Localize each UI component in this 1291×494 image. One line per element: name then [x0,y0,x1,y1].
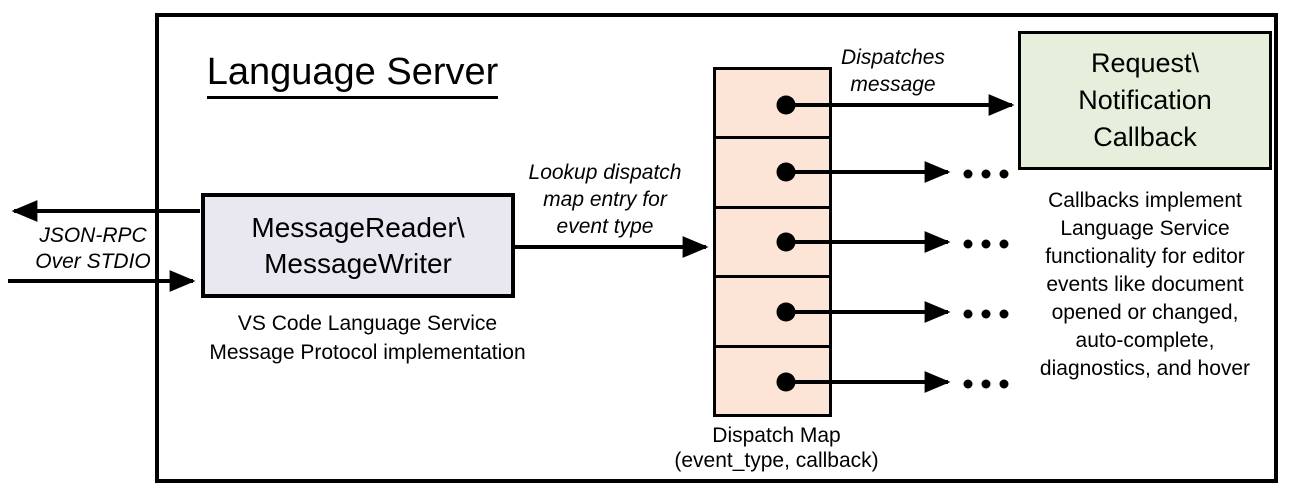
lookup-dispatch-label: Lookup dispatch map entry for event type [510,159,700,240]
callbacks-note-line: Language Service [1060,217,1230,240]
callback-box-line1: Request\ [1090,48,1200,78]
dispatch-map-cell [716,136,829,205]
reader-box-line2: MessageWriter [264,247,452,279]
callback-box-line2: Notification [1078,85,1212,115]
callbacks-note-line: Callbacks implement [1048,189,1242,212]
callbacks-note-line: functionality for editor [1045,245,1245,268]
json-rpc-label-line1: JSON-RPC [39,224,147,247]
lookup-label-line1: Lookup dispatch [528,161,682,184]
map-caption-line1: Dispatch Map [712,424,841,447]
reader-caption-line2: Message Protocol implementation [209,341,526,364]
dispatch-map [713,67,832,417]
diagram-title: Language Server [200,50,505,99]
dispatches-label-line1: Dispatches [841,46,945,69]
diagram-title-text: Language Server [206,50,499,99]
request-notification-callback-box: Request\ Notification Callback [1018,31,1272,170]
callbacks-note-line: diagnostics, and hover [1039,357,1251,380]
message-reader-writer-box: MessageReader\ MessageWriter [201,193,515,298]
reader-caption-line1: VS Code Language Service [237,312,498,335]
callbacks-note-line: opened or changed, [1051,301,1239,324]
dispatch-map-cell [716,275,829,344]
json-rpc-label-line2: Over STDIO [35,250,151,273]
callbacks-note-line: events like document [1046,273,1244,296]
dispatch-map-cell [716,70,829,136]
dispatches-message-label: Dispatches message [828,44,958,98]
lookup-label-line3: event type [556,215,654,238]
json-rpc-label: JSON-RPC Over STDIO [18,223,168,275]
dispatch-map-cell [716,205,829,275]
dispatch-map-cell [716,344,829,414]
callback-box-line3: Callback [1093,122,1197,152]
dispatches-label-line2: message [850,73,936,96]
reader-caption: VS Code Language Service Message Protoco… [185,309,550,367]
map-caption-line2: (event_type, callback) [674,449,879,472]
callbacks-note: Callbacks implement Language Service fun… [1012,187,1278,383]
dispatch-map-caption: Dispatch Map (event_type, callback) [650,423,903,473]
callbacks-note-line: auto-complete, [1075,329,1215,352]
lookup-label-line2: map entry for [543,188,667,211]
language-server-outer-box [155,13,1278,483]
reader-box-line1: MessageReader\ [251,211,465,243]
